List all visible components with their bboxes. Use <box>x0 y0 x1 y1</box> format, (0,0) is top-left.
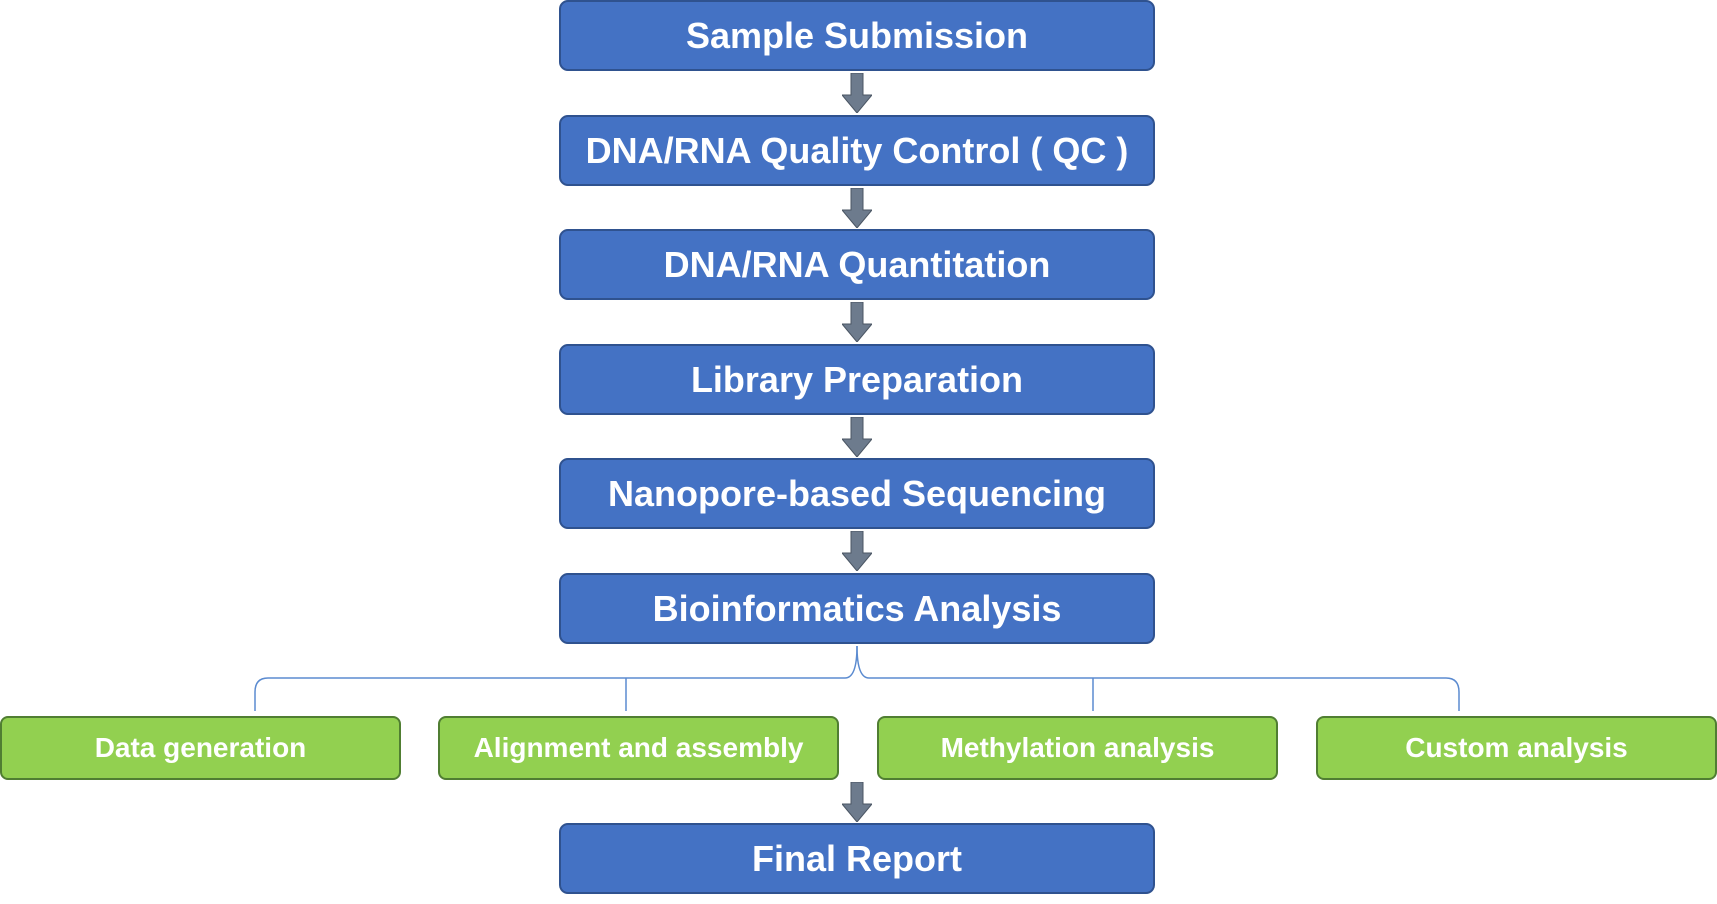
step-label: Final Report <box>751 837 962 879</box>
down-arrow-icon <box>842 417 872 457</box>
analysis-label: Methylation analysis <box>940 732 1215 763</box>
analysis-label: Alignment and assembly <box>473 732 804 763</box>
step-label: Bioinformatics Analysis <box>652 587 1062 629</box>
step-label: Library Preparation <box>690 358 1024 400</box>
down-arrow-icon <box>842 302 872 342</box>
analysis-data-generation: Data generation <box>0 716 401 780</box>
step-label: DNA/RNA Quality Control ( QC ) <box>585 129 1129 171</box>
step-dna-rna-quality-control: DNA/RNA Quality Control ( QC ) <box>559 115 1155 186</box>
analysis-label: Custom analysis <box>1405 732 1628 763</box>
analysis-custom: Custom analysis <box>1316 716 1717 780</box>
step-final-report: Final Report <box>559 823 1155 894</box>
branch-bracket <box>254 645 1460 711</box>
step-nanopore-sequencing: Nanopore-based Sequencing <box>559 458 1155 529</box>
down-arrow-icon <box>842 73 872 113</box>
analysis-alignment-assembly: Alignment and assembly <box>438 716 839 780</box>
step-library-preparation: Library Preparation <box>559 344 1155 415</box>
step-dna-rna-quantitation: DNA/RNA Quantitation <box>559 229 1155 300</box>
step-label: DNA/RNA Quantitation <box>663 243 1051 285</box>
step-bioinformatics-analysis: Bioinformatics Analysis <box>559 573 1155 644</box>
step-label: Nanopore-based Sequencing <box>607 472 1107 514</box>
step-sample-submission: Sample Submission <box>559 0 1155 71</box>
analysis-methylation: Methylation analysis <box>877 716 1278 780</box>
down-arrow-icon <box>842 531 872 571</box>
analysis-label: Data generation <box>94 732 307 763</box>
down-arrow-icon <box>842 188 872 228</box>
down-arrow-icon <box>842 782 872 822</box>
step-label: Sample Submission <box>685 14 1029 56</box>
